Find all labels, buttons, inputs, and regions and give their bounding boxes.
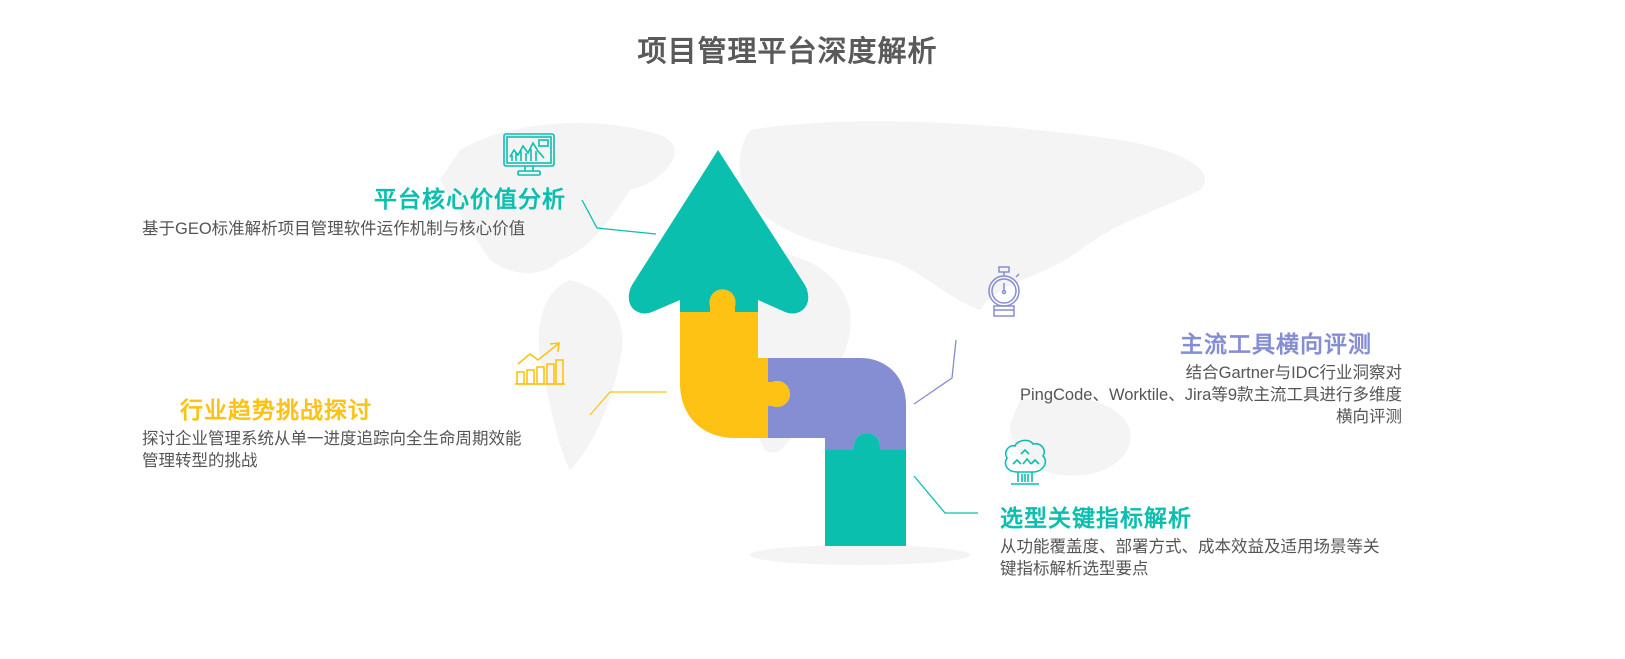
stopwatch-icon [988, 266, 1020, 317]
trend-bars-icon [515, 342, 565, 385]
connector-tool-review [913, 339, 957, 405]
puzzle-piece-bottom [825, 433, 906, 546]
puzzle-piece-yellow [680, 289, 791, 438]
description-line: 结合Gartner与IDC行业洞察对 [1185, 364, 1402, 382]
tree-icon [1004, 439, 1047, 485]
connector-industry-trends [589, 391, 667, 416]
connector-selection-metrics [913, 475, 978, 514]
section-heading-core-value: 平台核心价值分析 [374, 186, 566, 212]
page-title: 项目管理平台深度解析 [637, 36, 938, 68]
section-description-selection-metrics: 从功能覆盖度、部署方式、成本效益及适用场景等关 键指标解析选型要点 [1000, 536, 1380, 580]
description-line: 横向评测 [1336, 408, 1402, 426]
section-description-tool-review: 结合Gartner与IDC行业洞察对 PingCode、Worktile、Jir… [1020, 362, 1402, 428]
monitor-chart-icon [503, 133, 555, 176]
world-map-background [440, 121, 1206, 565]
connector-core-value [581, 199, 657, 235]
puzzle-piece-arrowhead [628, 150, 809, 314]
puzzle-piece-purple [768, 358, 906, 450]
section-heading-industry-trends: 行业趋势挑战探讨 [180, 397, 372, 423]
description-line: PingCode、Worktile、Jira等9款主流工具进行多维度 [1019, 386, 1402, 404]
section-description-industry-trends: 探讨企业管理系统从单一进度追踪向全生命周期效能 管理转型的挑战 [142, 428, 522, 472]
section-heading-tool-review: 主流工具横向评测 [1180, 331, 1372, 357]
description-line: 从功能覆盖度、部署方式、成本效益及适用场景等关 [1000, 538, 1380, 556]
section-description-core-value: 基于GEO标准解析项目管理软件运作机制与核心价值 [142, 220, 526, 238]
description-line: 键指标解析选型要点 [1000, 560, 1149, 578]
section-heading-selection-metrics: 选型关键指标解析 [1000, 505, 1192, 531]
description-line: 探讨企业管理系统从单一进度追踪向全生命周期效能 [142, 430, 522, 448]
description-line: 管理转型的挑战 [142, 452, 258, 470]
